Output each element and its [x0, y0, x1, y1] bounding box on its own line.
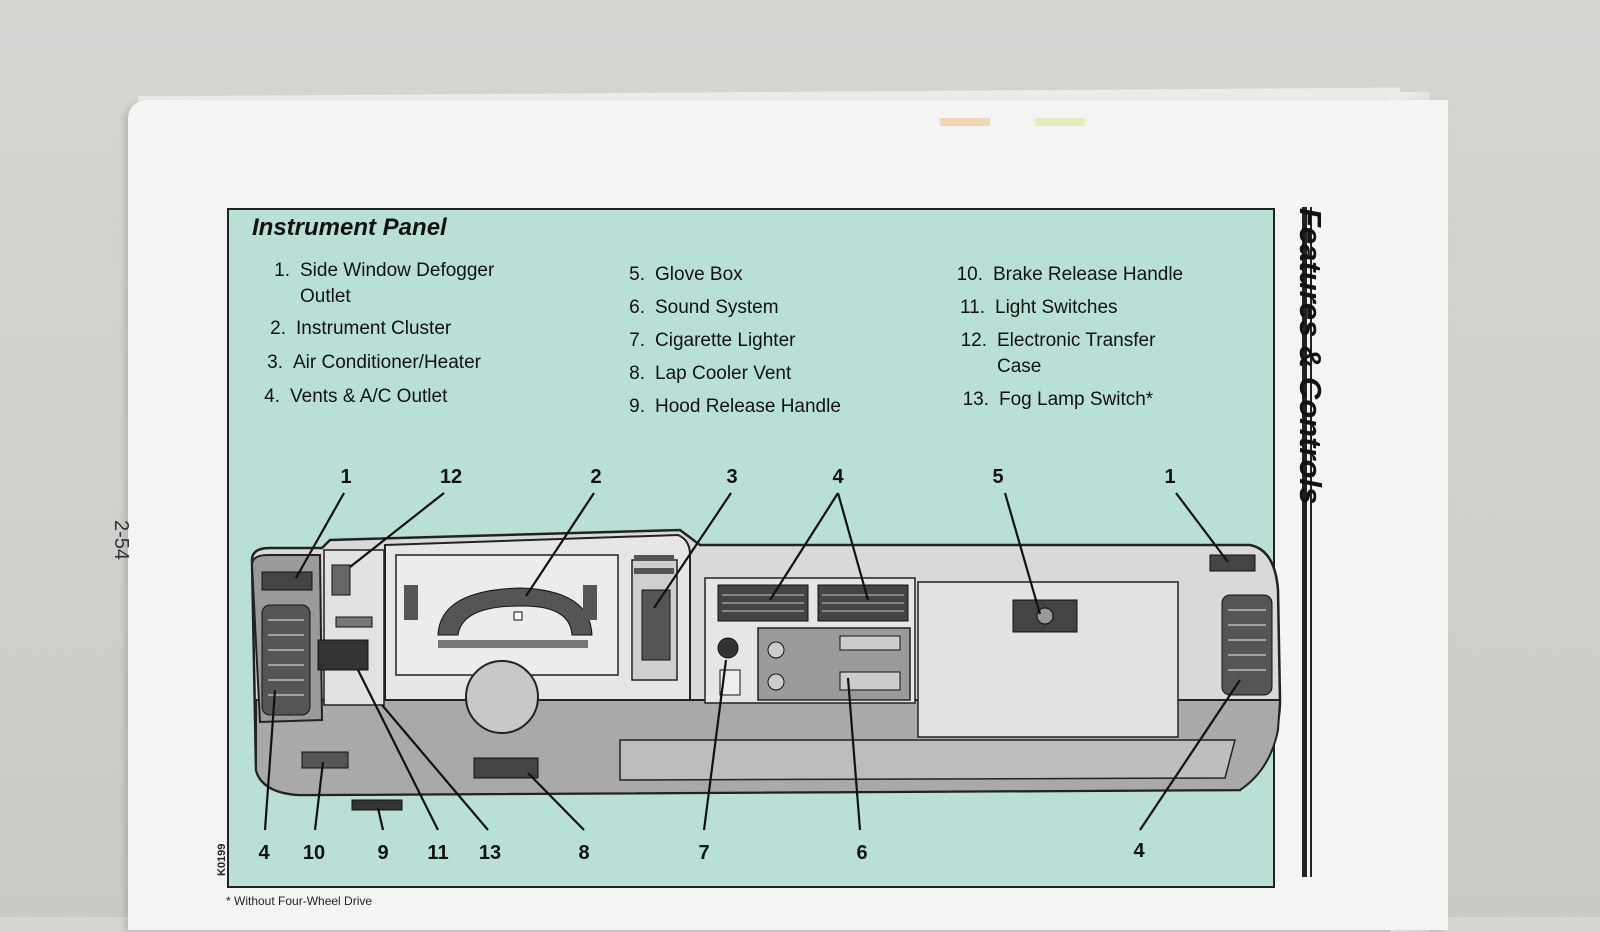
callout-number: 5	[992, 466, 1004, 488]
legend-item: 8.Lap Cooler Vent	[629, 363, 792, 384]
hood-release-handle	[351, 799, 403, 811]
legend-item: 2.Instrument Cluster	[270, 318, 452, 339]
callout-number: 2	[590, 466, 602, 488]
speedometer-arc	[437, 587, 593, 636]
panel-title: Instrument Panel	[252, 214, 447, 241]
transfer-case-switch	[331, 564, 351, 596]
cigarette-lighter	[717, 637, 739, 659]
legend-item: 7.Cigarette Lighter	[629, 330, 796, 351]
legend-item: 3.Air Conditioner/Heater	[267, 352, 481, 373]
callout-number: 4	[1133, 840, 1145, 862]
legend-item: 9.Hood Release Handle	[629, 396, 841, 417]
callout-number: 3	[726, 466, 738, 488]
callout-number: 1	[340, 466, 352, 488]
section-rule-thin	[1310, 207, 1312, 877]
callout-number: 4	[832, 466, 844, 488]
callout-number: 12	[439, 466, 463, 488]
lap-cooler-vent	[473, 757, 539, 779]
light-switch	[317, 639, 369, 671]
callout-number: 11	[427, 842, 449, 864]
left-vent	[261, 604, 311, 716]
glovebox-ledge	[619, 739, 1236, 781]
page-tab-marks	[940, 118, 1090, 128]
callout-number: 9	[377, 842, 389, 864]
fog-lamp-switch	[335, 616, 373, 628]
callout-number: 6	[856, 842, 868, 864]
legend-item: 6.Sound System	[629, 297, 779, 318]
legend-item: 5.Glove Box	[629, 264, 743, 285]
footnote: * Without Four-Wheel Drive	[226, 894, 373, 908]
section-rule-thick	[1302, 207, 1307, 877]
callout-number: 13	[478, 842, 502, 864]
steering-column	[465, 660, 539, 734]
legend-item: 4.Vents & A/C Outlet	[264, 386, 448, 407]
legend-item: 10.Brake Release Handle	[956, 264, 1184, 285]
brake-release-handle	[301, 751, 349, 769]
legend-item: 1.Side Window Defogger Outlet	[274, 260, 495, 307]
callout-number: 4	[258, 842, 270, 864]
callout-number: 1	[1164, 466, 1176, 488]
legend-item: 11.Light Switches	[959, 297, 1118, 318]
figure-code: K0199	[216, 843, 228, 876]
callout-number: 7	[698, 842, 710, 864]
legend-item: 13.Fog Lamp Switch*	[962, 389, 1154, 410]
left-defogger-outlet	[261, 571, 313, 591]
legend-item: 12.Electronic Transfer Case	[960, 330, 1156, 377]
right-defogger-outlet	[1209, 554, 1256, 572]
callout-number: 8	[578, 842, 590, 864]
callout-number: 10	[302, 842, 326, 864]
